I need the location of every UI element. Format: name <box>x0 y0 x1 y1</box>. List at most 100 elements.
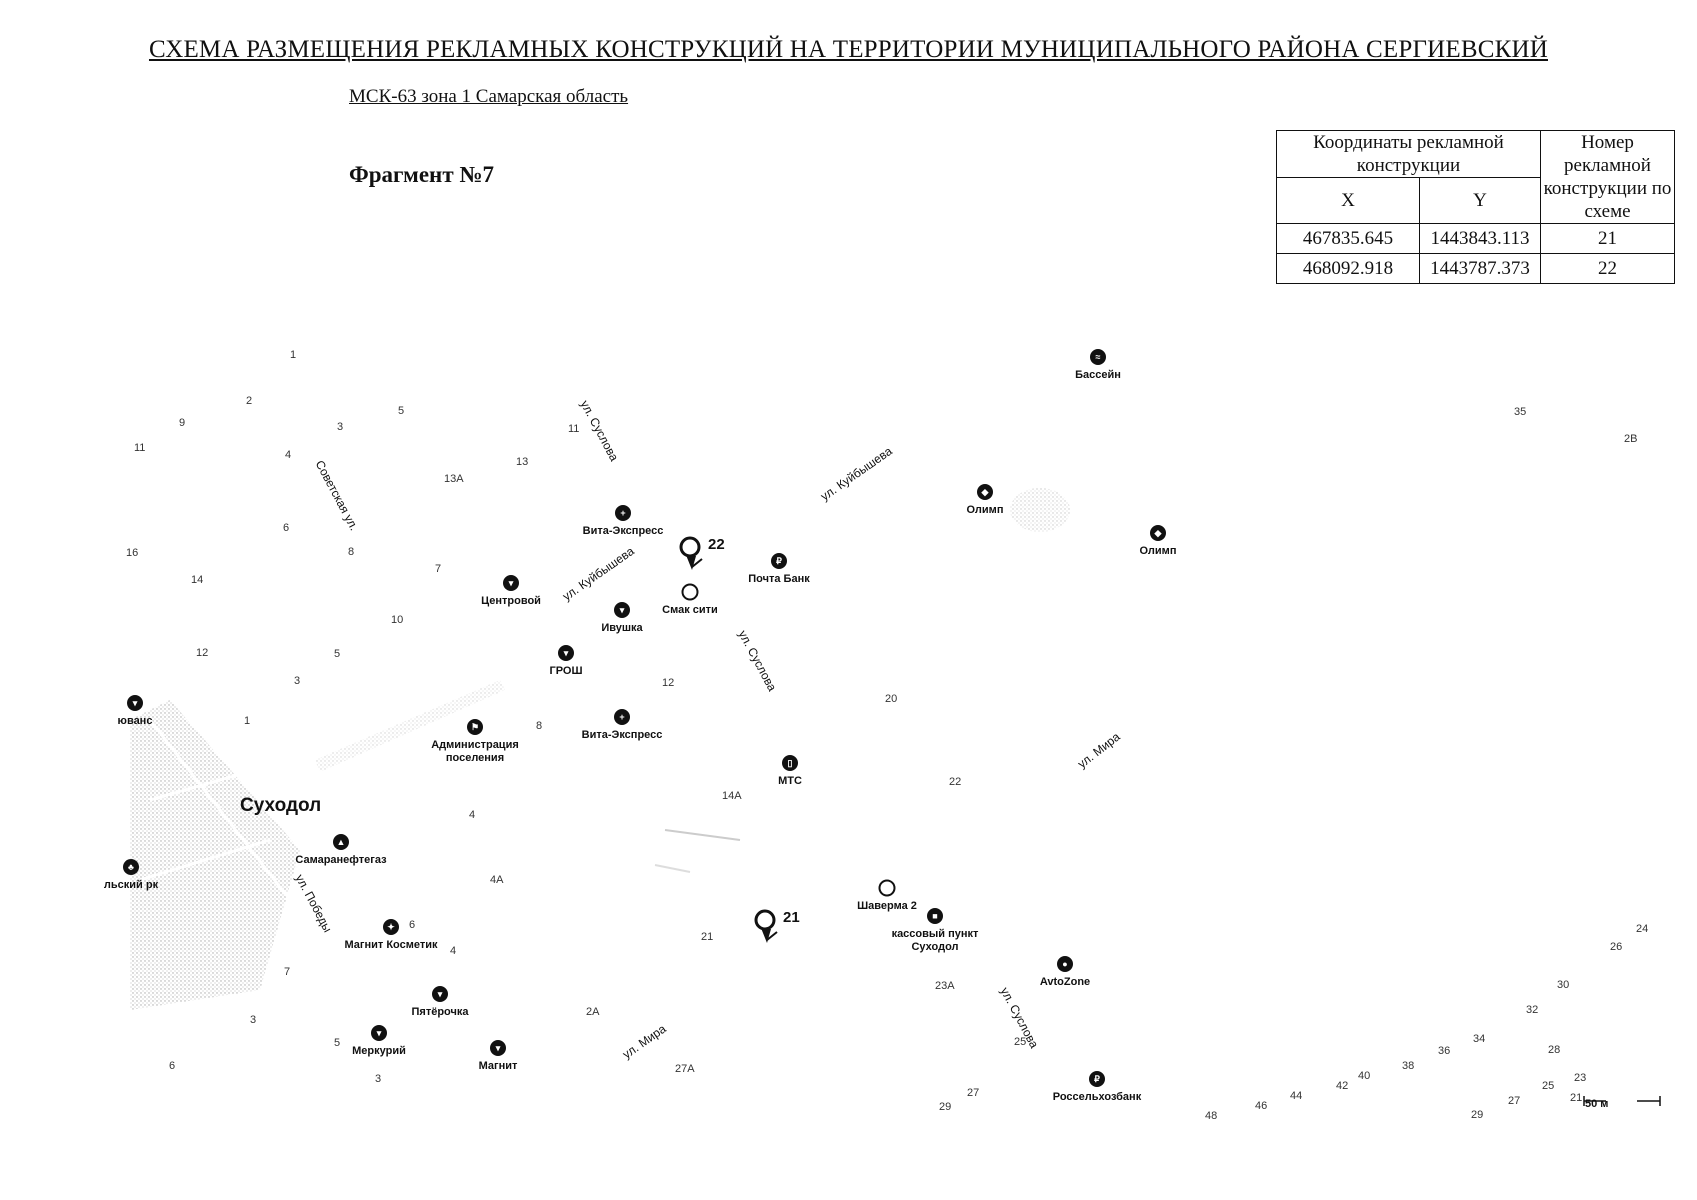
house-number: 29 <box>939 1101 952 1113</box>
bus-icon[interactable]: ■ <box>927 908 943 924</box>
poi-label: Бассейн <box>1075 369 1121 381</box>
house-number: 42 <box>1336 1080 1349 1092</box>
table-row: 467835.645 1443843.113 21 <box>1276 223 1675 254</box>
poi-label: Магнит Косметик <box>344 939 438 951</box>
house-number: 8 <box>536 720 543 732</box>
table-subheader-row: X Y <box>1276 177 1675 224</box>
poi-label: Самаранефтегаз <box>295 854 387 866</box>
park-icon[interactable]: ♣ <box>123 859 139 875</box>
house-number: 16 <box>126 547 139 559</box>
house-number: 1 <box>244 715 251 727</box>
ad-pin-22[interactable] <box>679 536 703 570</box>
header-y: Y <box>1419 177 1541 224</box>
poi-label: Ивушка <box>601 622 643 634</box>
house-number: 7 <box>284 966 291 978</box>
house-number: 1 <box>290 349 297 361</box>
poi-label: льский рк <box>103 879 159 891</box>
house-number: 23 <box>1574 1072 1587 1084</box>
cosmetics-icon[interactable]: ✦ <box>383 919 399 935</box>
house-number: 14А <box>722 790 742 802</box>
house-number: 20 <box>885 693 898 705</box>
house-number: 44 <box>1290 1090 1303 1102</box>
poi-label: Россельхозбанк <box>1052 1091 1142 1103</box>
header-number: Номер рекламной конструкции по схеме <box>1540 130 1675 224</box>
house-number: 27 <box>967 1087 980 1099</box>
shop-icon[interactable]: ▾ <box>127 695 143 711</box>
house-number: 21 <box>701 931 714 943</box>
house-number: 2В <box>1624 433 1638 445</box>
poi-label: Администрация поселения <box>431 739 519 764</box>
house-number: 3 <box>250 1014 257 1026</box>
poi-label: Вита-Экспресс <box>582 525 664 537</box>
sport-icon[interactable]: ◆ <box>1150 525 1166 541</box>
shop-icon[interactable]: ▾ <box>558 645 574 661</box>
house-number: 32 <box>1526 1004 1539 1016</box>
poi-label: Вита-Экспресс <box>581 729 663 741</box>
house-number: 2А <box>586 1006 600 1018</box>
house-number: 29 <box>1471 1109 1484 1121</box>
square-area <box>315 680 505 772</box>
road-trace <box>664 829 741 841</box>
house-number: 13А <box>444 473 464 485</box>
fragment-title: Фрагмент №7 <box>349 162 494 187</box>
table-header-row: Координаты рекламной конструкции Номер р… <box>1276 130 1675 224</box>
car-icon[interactable]: ● <box>1057 956 1073 972</box>
house-number: 27А <box>675 1063 695 1075</box>
house-number: 28 <box>1548 1044 1561 1056</box>
coordinates-table: Координаты рекламной конструкции Номер р… <box>1276 130 1675 284</box>
pharmacy-icon[interactable]: + <box>615 505 631 521</box>
house-number: 48 <box>1205 1110 1218 1122</box>
factory-icon[interactable]: ▲ <box>333 834 349 850</box>
scale-bar <box>1583 1096 1661 1106</box>
house-number: 6 <box>409 919 416 931</box>
house-number: 4 <box>285 449 292 461</box>
house-number: 25 <box>1014 1036 1027 1048</box>
house-number: 3 <box>337 421 344 433</box>
table-row: 468092.918 1443787.373 22 <box>1276 253 1675 284</box>
poi-label: Смак сити <box>662 604 718 616</box>
house-number: 23А <box>935 980 955 992</box>
ad-pin-21[interactable] <box>754 909 778 943</box>
house-number: 10 <box>391 614 404 626</box>
bank-icon[interactable]: ₽ <box>1089 1071 1105 1087</box>
sport-icon[interactable]: ◆ <box>977 484 993 500</box>
poi-label: Почта Банк <box>748 573 810 585</box>
pool-icon[interactable]: ≈ <box>1090 349 1106 365</box>
house-number: 7 <box>435 563 442 575</box>
house-number: 21 <box>1570 1092 1583 1104</box>
house-number: 34 <box>1473 1033 1486 1045</box>
phone-icon[interactable]: ▯ <box>782 755 798 771</box>
house-number: 12 <box>662 677 675 689</box>
poi-label: кассовый пункт Суходол <box>891 928 979 953</box>
pin-label-21: 21 <box>783 909 800 926</box>
house-number: 4 <box>469 809 476 821</box>
cell-y: 1443787.373 <box>1419 253 1541 284</box>
pin-label-22: 22 <box>708 536 725 553</box>
house-number: 4 <box>450 945 457 957</box>
shop-icon[interactable]: ▾ <box>432 986 448 1002</box>
poi-label: Центровой <box>481 595 541 607</box>
scale-label: 50 м <box>1585 1098 1609 1110</box>
house-number: 3 <box>294 675 301 687</box>
shop-icon[interactable]: ▾ <box>371 1025 387 1041</box>
bank-icon[interactable]: ₽ <box>771 553 787 569</box>
shop-icon[interactable]: ▾ <box>490 1040 506 1056</box>
header-coords: Координаты рекламной конструкции <box>1276 130 1541 178</box>
food-icon[interactable] <box>681 583 699 601</box>
shop-icon[interactable]: ▾ <box>614 602 630 618</box>
header-x: X <box>1276 177 1420 224</box>
coordinate-system-label: МСК-63 зона 1 Самарская область <box>349 86 629 107</box>
house-number: 24 <box>1636 923 1649 935</box>
poi-label: ГРОШ <box>549 665 583 677</box>
house-number: 6 <box>169 1060 176 1072</box>
shop-icon[interactable]: ▾ <box>503 575 519 591</box>
house-number: 8 <box>348 546 355 558</box>
pharmacy-icon[interactable]: + <box>614 709 630 725</box>
flag-icon[interactable]: ⚑ <box>467 719 483 735</box>
house-number: 13 <box>516 456 529 468</box>
house-number: 5 <box>334 1037 341 1049</box>
house-number: 14 <box>191 574 204 586</box>
poi-label: AvtoZone <box>1039 976 1091 988</box>
food-icon[interactable] <box>878 879 896 897</box>
